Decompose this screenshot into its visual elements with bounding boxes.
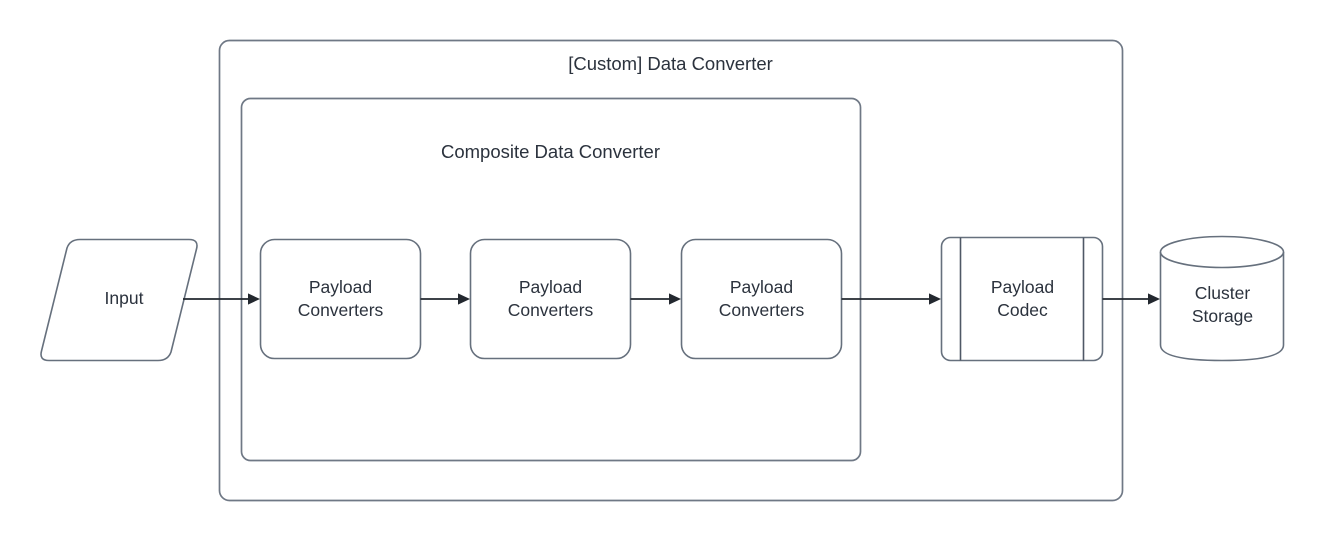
node-cluster-storage-top	[1159, 235, 1285, 269]
arrowhead-converters-2-to-3	[669, 293, 681, 305]
container-custom-data-converter[interactable]	[218, 39, 1124, 502]
node-cluster-storage-body[interactable]	[1159, 252, 1285, 362]
node-payload-codec-shape[interactable]	[940, 236, 1104, 362]
node-payload-converters-3-shape[interactable]	[680, 238, 843, 360]
node-payload-converters-1-shape[interactable]	[259, 238, 422, 360]
node-input-shape[interactable]	[40, 238, 198, 362]
arrowhead-input-to-converters-1	[248, 293, 260, 305]
arrowhead-converters-3-to-codec	[929, 293, 941, 305]
arrowhead-codec-to-cluster-storage	[1148, 293, 1160, 305]
arrowhead-converters-1-to-2	[458, 293, 470, 305]
container-composite-data-converter[interactable]	[240, 97, 862, 462]
node-payload-converters-2-shape[interactable]	[469, 238, 632, 360]
